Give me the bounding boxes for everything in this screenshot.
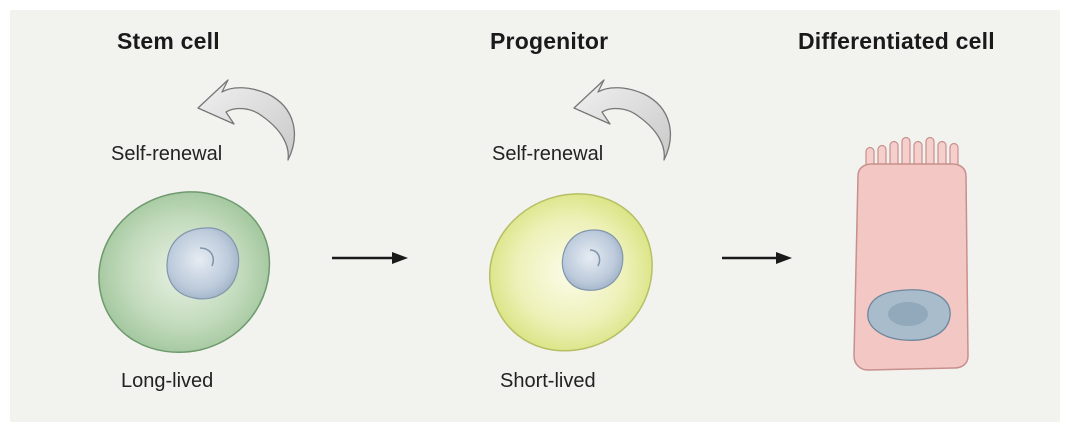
progenitor-self-renewal-label: Self-renewal — [492, 143, 604, 165]
stem-self-renewal-label: Self-renewal — [111, 143, 223, 165]
stem-self-renewal-arrow-icon — [197, 79, 295, 161]
progenitor-lifespan-label: Short-lived — [500, 370, 596, 392]
stem-cell-title: Stem cell — [117, 28, 220, 54]
stem-cell — [98, 191, 271, 353]
progenitor-title: Progenitor — [490, 28, 609, 54]
transition-arrow-1 — [332, 252, 408, 264]
transition-arrow-2 — [722, 252, 792, 264]
differentiated-cell-title: Differentiated cell — [798, 28, 995, 54]
stem-lifespan-label: Long-lived — [121, 370, 214, 392]
stem-cell-nucleus — [166, 227, 240, 300]
progenitor-self-renewal-arrow-icon — [573, 79, 671, 161]
differentiated-cell — [853, 136, 969, 371]
progenitor-cell — [489, 193, 653, 352]
progenitor-cell-nucleus — [561, 229, 624, 291]
